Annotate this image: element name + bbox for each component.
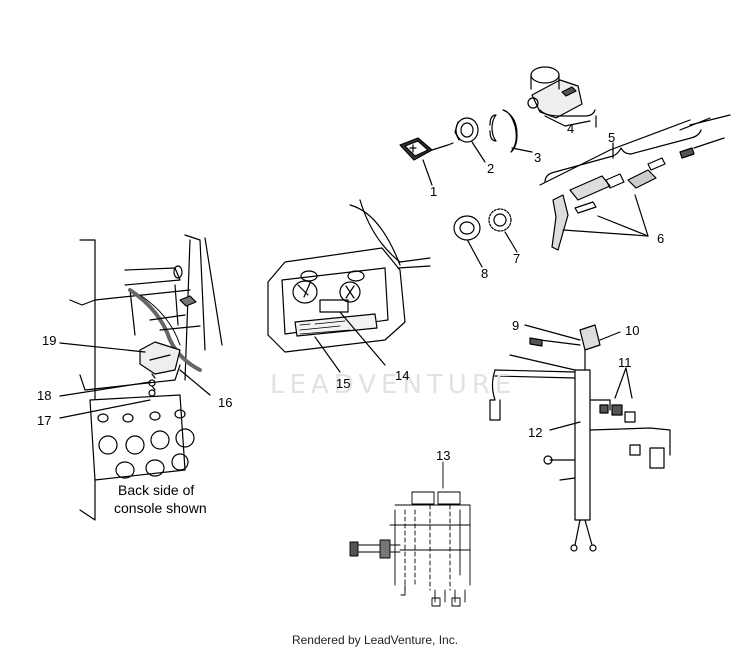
callout-19: 19: [42, 333, 56, 348]
callout-17: 17: [37, 413, 51, 428]
callout-1: 1: [430, 184, 437, 199]
caption-line-1: Back side of: [118, 482, 194, 498]
callout-18: 18: [37, 388, 51, 403]
console-panel: [267, 199, 431, 373]
callout-13: 13: [436, 448, 450, 463]
console-back-view: [59, 234, 223, 521]
callout-7: 7: [513, 251, 520, 266]
wiring-schematic: [349, 461, 471, 607]
callout-11: 11: [618, 355, 632, 370]
wiring-harness: [489, 324, 671, 552]
callout-16: 16: [218, 395, 232, 410]
callout-14: 14: [395, 368, 409, 383]
callout-10: 10: [625, 323, 639, 338]
callout-6: 6: [657, 231, 664, 246]
callout-12: 12: [528, 425, 542, 440]
key-switch-assembly: [399, 66, 731, 268]
callout-8: 8: [481, 266, 488, 281]
footer-credit: Rendered by LeadVenture, Inc.: [291, 633, 459, 647]
callout-5: 5: [608, 130, 615, 145]
callout-15: 15: [336, 376, 350, 391]
callout-9: 9: [512, 318, 519, 333]
watermark: LEADVENTURE: [270, 370, 516, 400]
callout-4: 4: [567, 121, 574, 136]
caption-line-2: console shown: [114, 500, 207, 516]
callout-2: 2: [487, 161, 494, 176]
callout-3: 3: [534, 150, 541, 165]
callout-numbers: 1 2 3 4 5 6 7 8 9 10 11 12 13 14 15 16 1…: [37, 121, 664, 463]
